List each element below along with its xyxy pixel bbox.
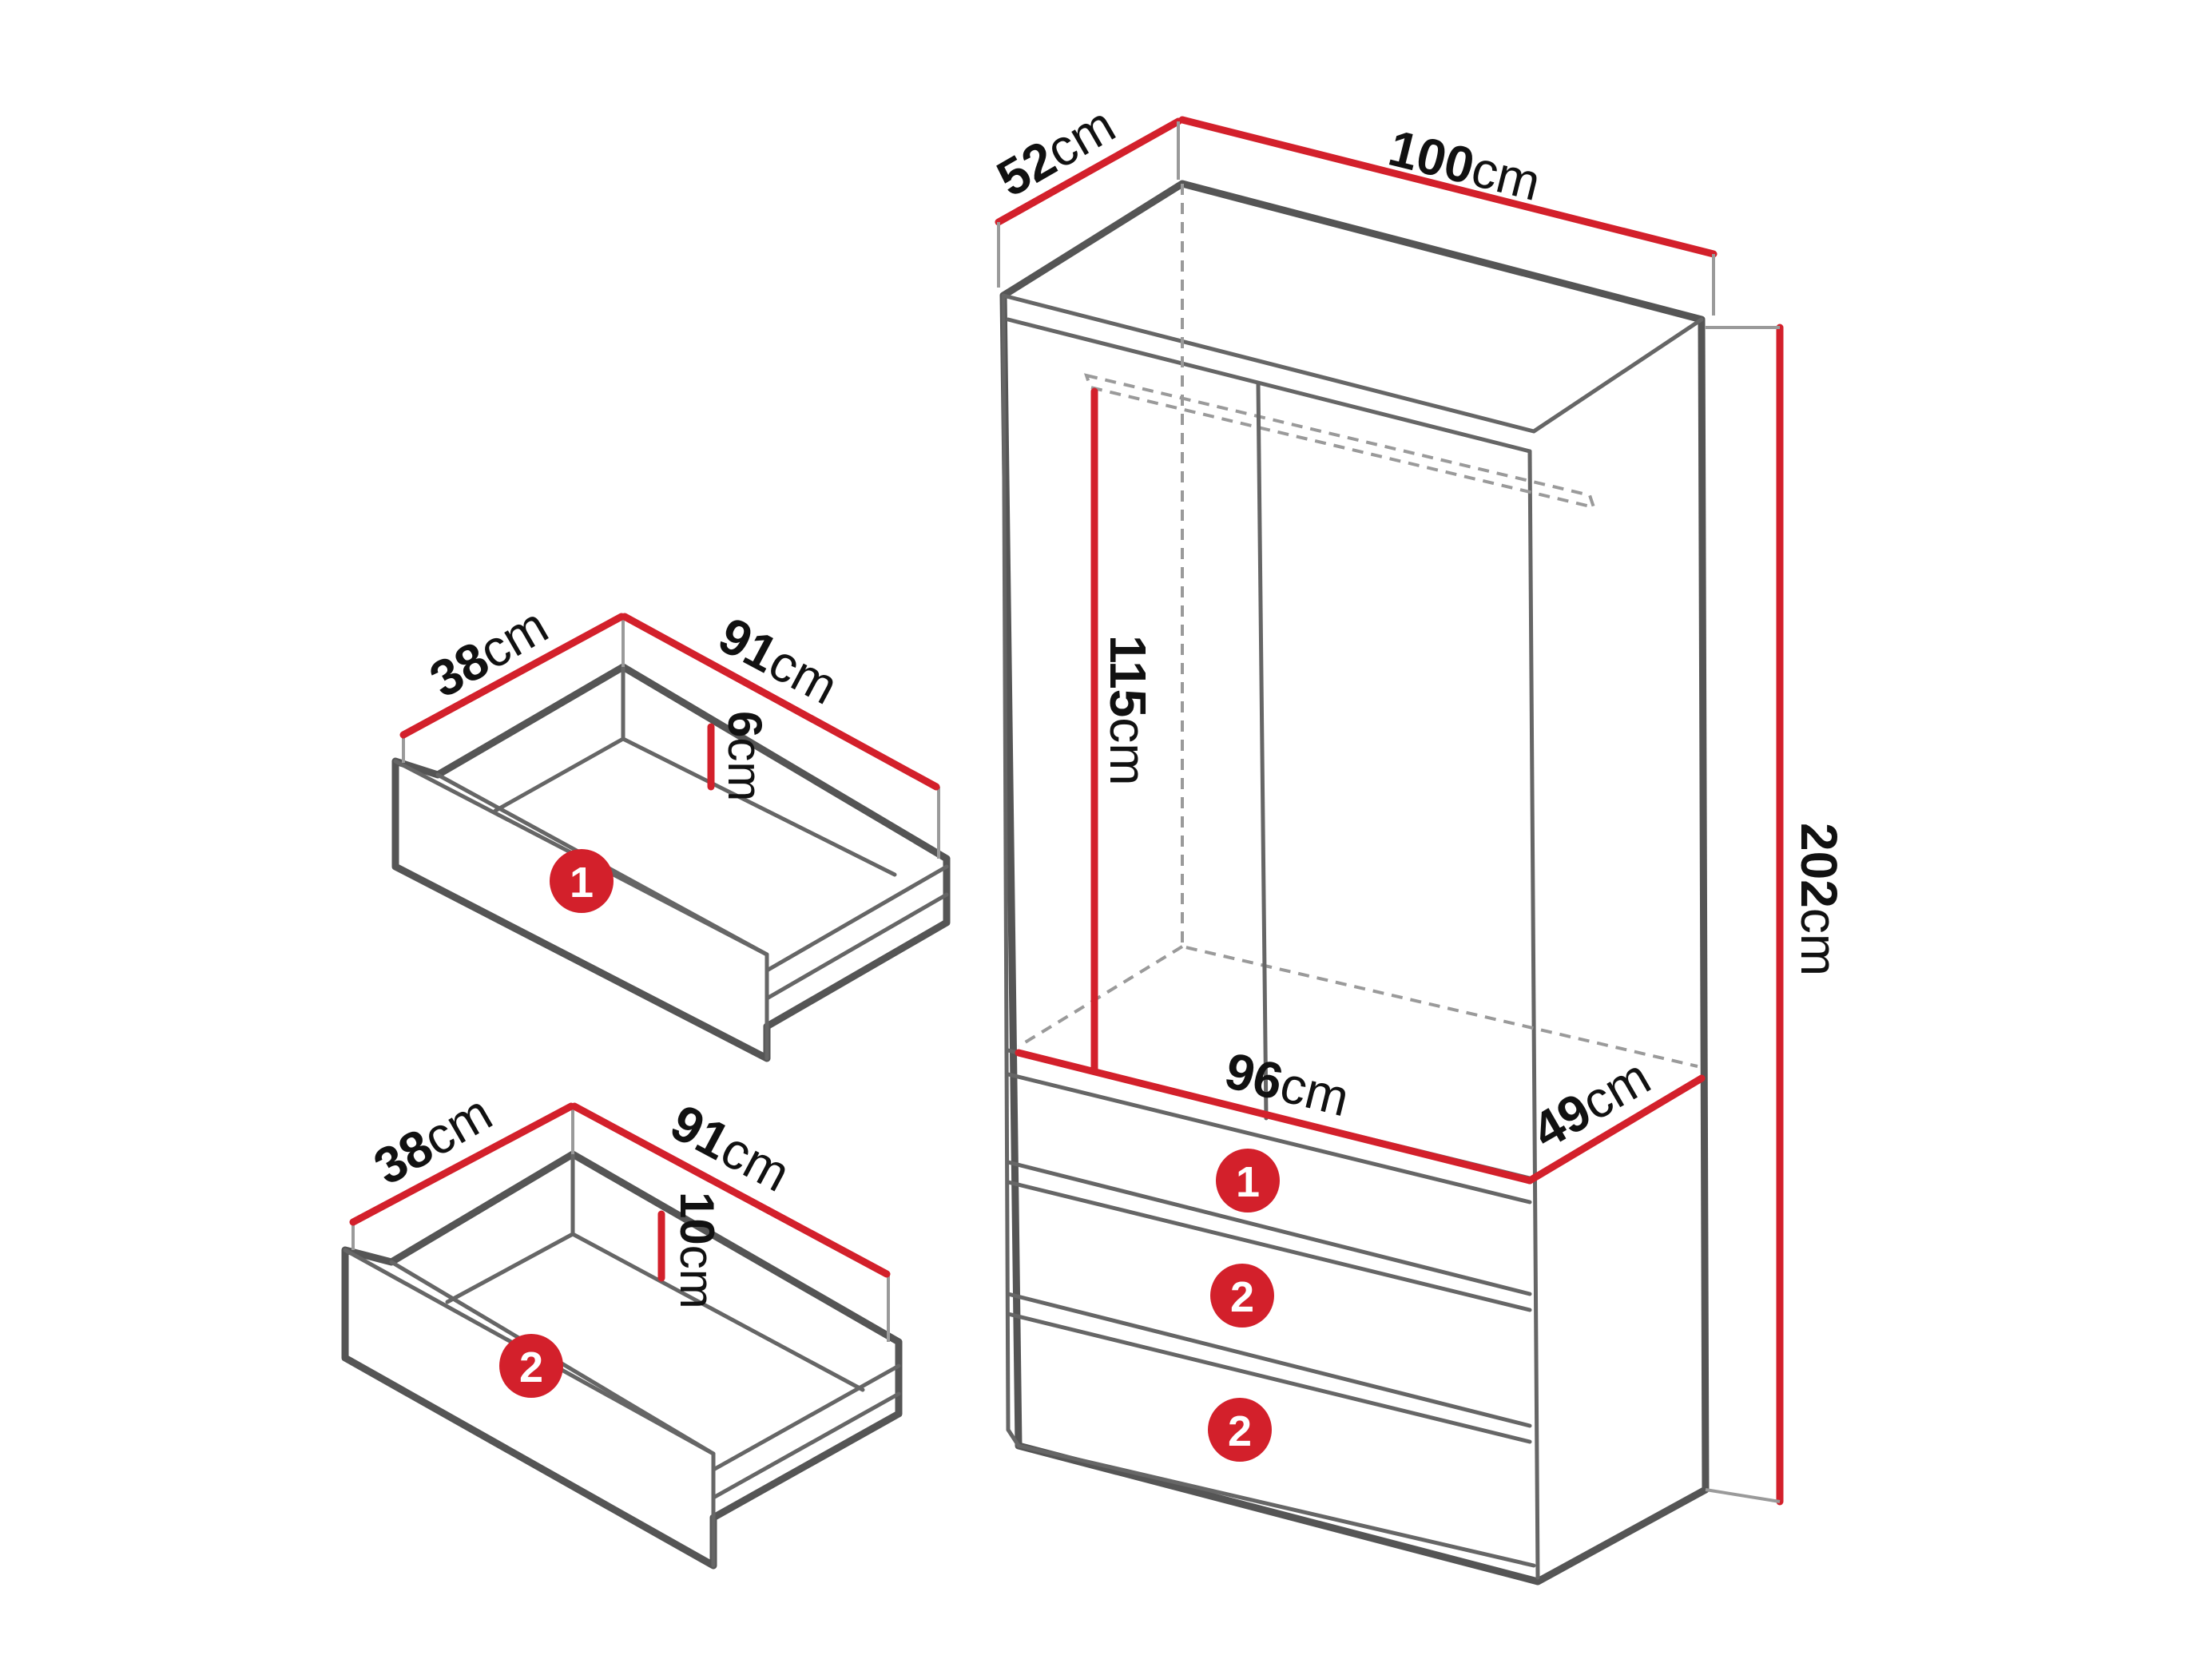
drawer-2: 38cm 91cm 10cm 2 — [341, 1084, 903, 1570]
wardrobe-inner-width-line — [1015, 1049, 1534, 1185]
drawer-1: 38cm 91cm 6cm 1 — [391, 597, 951, 1062]
drawer-2-depth-line — [349, 1102, 575, 1226]
wardrobe-outline — [999, 180, 1710, 1586]
drawer-line-2 — [1006, 1292, 1532, 1444]
wardrobe-badge-1: 1 — [1216, 1149, 1280, 1212]
label-drawer-2-height: 10cm — [670, 1192, 724, 1309]
wardrobe-depth-line — [995, 117, 1182, 226]
hidden-back-edge — [1181, 184, 1698, 1068]
wardrobe-right-front-edge — [1527, 449, 1540, 1580]
door-divider — [1256, 381, 1269, 1121]
wardrobe-left-front-edge — [1001, 293, 1011, 1432]
drawer-2-front-top — [343, 1248, 716, 1568]
wardrobe-front-top-edge — [1001, 293, 1704, 434]
wardrobe-width-line — [1178, 116, 1718, 258]
hidden-back-bottom-left — [1017, 945, 1184, 1048]
drawer-2-badge: 2 — [499, 1334, 563, 1398]
svg-text:2: 2 — [1230, 1273, 1254, 1321]
drawer-2-length-line — [570, 1102, 891, 1278]
wardrobe: 52cm 100cm 202cm 115cm 96cm 49cm 1 2 2 — [987, 96, 1848, 1586]
drawer-1-guides — [402, 615, 940, 859]
svg-text:1: 1 — [1236, 1158, 1260, 1206]
svg-text:2: 2 — [519, 1343, 543, 1391]
label-wardrobe-hanging: 115cm — [1099, 635, 1157, 786]
label-wardrobe-width: 100cm — [1384, 119, 1547, 212]
wardrobe-inner-depth-line — [1526, 1074, 1706, 1185]
wardrobe-badge-3: 2 — [1208, 1398, 1272, 1462]
drawer-line-1 — [1006, 1072, 1532, 1312]
drawer-1-length-line — [621, 613, 940, 791]
drawer-2-inner — [389, 1152, 901, 1500]
wardrobe-front-top-inner — [1006, 317, 1532, 454]
hanging-rail — [1083, 373, 1597, 510]
label-drawer-1-height: 6cm — [718, 711, 772, 801]
dimension-guides — [997, 121, 1781, 1503]
wardrobe-base — [1006, 1427, 1536, 1568]
drawer-2-outline — [341, 1150, 903, 1570]
wardrobe-badge-2: 2 — [1210, 1264, 1274, 1328]
label-wardrobe-inner-width: 96cm — [1220, 1042, 1355, 1128]
drawer-1-inner — [435, 665, 949, 1001]
drawer-2-guides — [351, 1106, 890, 1342]
svg-text:1: 1 — [570, 859, 594, 907]
label-wardrobe-height: 202cm — [1790, 823, 1848, 976]
drawer-1-depth-line — [399, 613, 625, 739]
drawer-1-badge: 1 — [550, 849, 614, 913]
drawer-1-outline — [391, 663, 951, 1062]
svg-text:2: 2 — [1228, 1407, 1252, 1455]
